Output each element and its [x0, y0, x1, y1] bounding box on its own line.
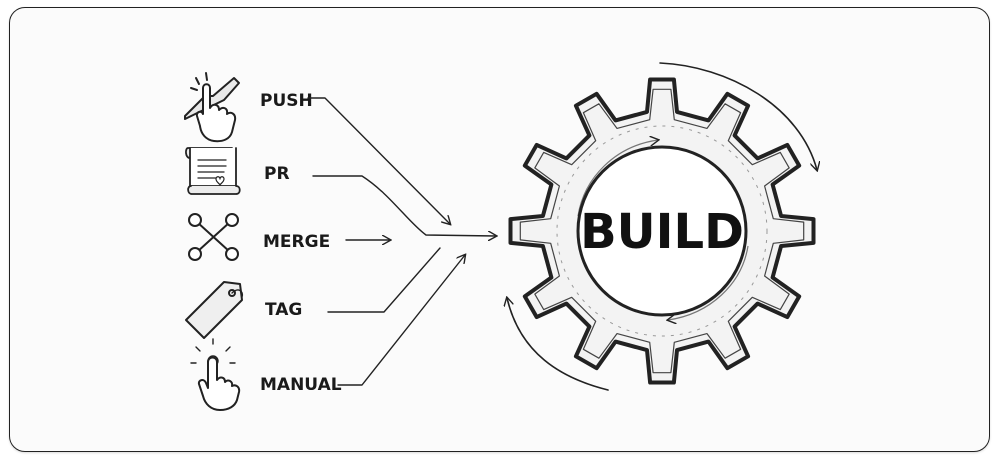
gear-icon: BUILD	[508, 77, 816, 385]
pr-connector-arrow	[312, 175, 496, 236]
trigger-label-merge: MERGE	[263, 232, 330, 252]
tag-icon	[185, 281, 244, 339]
trigger-label-manual: MANUAL	[260, 375, 342, 395]
build-trigger-diagram: PUSH PR MERGE TAG MANUAL BUILD	[184, 62, 990, 411]
cycle-arrow-top	[659, 62, 817, 170]
merge-nodes-icon	[188, 213, 239, 261]
tag-connector-arrow	[327, 247, 441, 313]
scroll-document-icon	[185, 147, 241, 195]
trigger-label-tag: TAG	[265, 300, 302, 320]
diagram-frame: PUSH PR MERGE TAG MANUAL BUILD	[9, 7, 990, 452]
build-label: BUILD	[580, 204, 744, 260]
cycle-arrow-bottom	[507, 298, 609, 391]
trigger-label-pr: PR	[264, 164, 290, 184]
manual-connector-arrow	[337, 255, 465, 386]
hand-tap-icon	[190, 338, 241, 411]
trigger-label-push: PUSH	[260, 91, 313, 111]
push-connector-arrow	[307, 97, 450, 224]
hand-push-icon	[184, 72, 240, 143]
